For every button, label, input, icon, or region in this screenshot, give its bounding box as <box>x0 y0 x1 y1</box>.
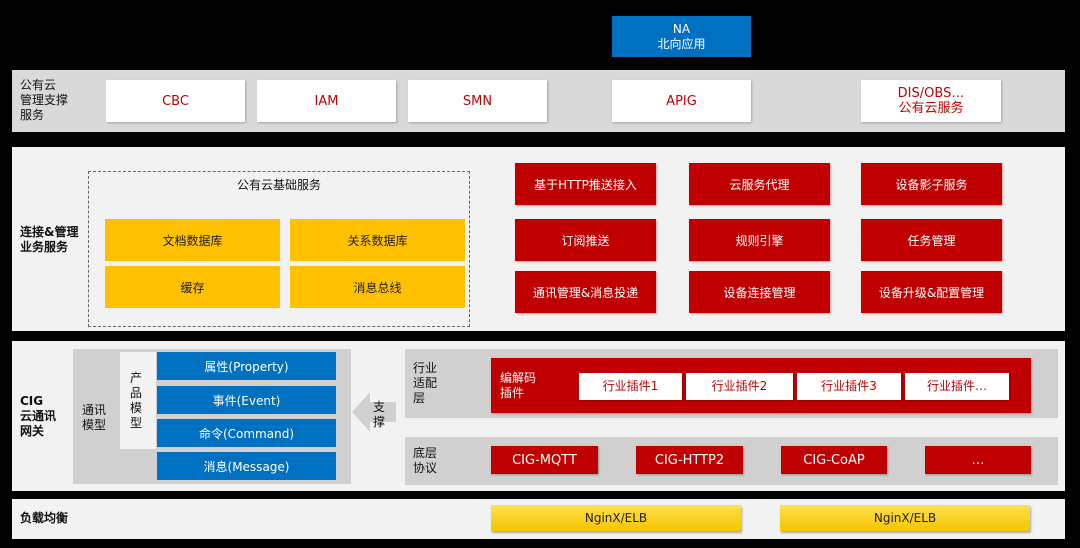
protocol-layer-label: 底层 协议 <box>413 446 438 475</box>
event-box: 事件(Event) <box>157 386 336 414</box>
nginx-elb-1: NginX/ELB <box>491 505 741 531</box>
device-upgrade-box: 设备升级&配置管理 <box>861 271 1002 313</box>
comm-model-label: 通讯 模型 <box>82 403 107 432</box>
nginx-elb-2: NginX/ELB <box>780 505 1030 531</box>
message-box: 消息(Message) <box>157 452 336 480</box>
cloud-proxy-box: 云服务代理 <box>689 163 830 205</box>
na-sublabel: 北向应用 <box>657 36 706 51</box>
base-services-title: 公有云基础服务 <box>236 178 321 192</box>
cig-label: CIG 云通讯 网关 <box>20 394 57 438</box>
dis-box: DIS/OBS… 公有云服务 <box>861 80 1001 122</box>
support-label: 支 撑 <box>373 400 386 429</box>
rule-engine-box: 规则引擎 <box>689 219 830 261</box>
support-arrow-icon <box>352 392 396 432</box>
industry-layer-label: 行业 适配 层 <box>413 361 438 405</box>
industry-plugin-more: 行业插件… <box>905 373 1009 400</box>
subscribe-push-box: 订阅推送 <box>515 219 656 261</box>
doc-db-box: 文档数据库 <box>105 219 280 261</box>
na-label: NA <box>672 21 691 36</box>
product-model-label: 产 品 模 型 <box>130 371 143 430</box>
cig-mqtt-box: CIG-MQTT <box>491 446 598 474</box>
public-cloud-label: 公有云 管理支撑 服务 <box>20 78 69 122</box>
protocol-more-box: … <box>925 446 1031 474</box>
cache-box: 缓存 <box>105 266 280 308</box>
property-box: 属性(Property) <box>157 352 336 380</box>
device-shadow-box: 设备影子服务 <box>861 163 1002 205</box>
iam-box: IAM <box>257 80 396 122</box>
load-balance-label: 负载均衡 <box>20 511 69 525</box>
cbc-box: CBC <box>106 80 245 122</box>
industry-plugin-3: 行业插件3 <box>797 373 901 400</box>
comm-mgmt-box: 通讯管理&消息投递 <box>515 271 656 313</box>
product-model-panel <box>120 352 156 449</box>
device-conn-box: 设备连接管理 <box>689 271 830 313</box>
base-services-group <box>88 171 470 327</box>
cig-http2-box: CIG-HTTP2 <box>636 446 743 474</box>
http-push-box: 基于HTTP推送接入 <box>515 163 656 205</box>
industry-plugin-1: 行业插件1 <box>579 373 682 400</box>
rel-db-box: 关系数据库 <box>290 219 465 261</box>
msg-bus-box: 消息总线 <box>290 266 465 308</box>
codec-label: 编解码 插件 <box>500 371 537 400</box>
apig-box: APIG <box>612 80 751 122</box>
command-box: 命令(Command) <box>157 419 336 447</box>
na-box: NA 北向应用 <box>612 16 751 57</box>
task-mgmt-box: 任务管理 <box>861 219 1002 261</box>
smn-box: SMN <box>408 80 547 122</box>
industry-plugin-2: 行业插件2 <box>686 373 793 400</box>
connection-label: 连接&管理 业务服务 <box>20 225 79 254</box>
cig-coap-box: CIG-CoAP <box>781 446 887 474</box>
